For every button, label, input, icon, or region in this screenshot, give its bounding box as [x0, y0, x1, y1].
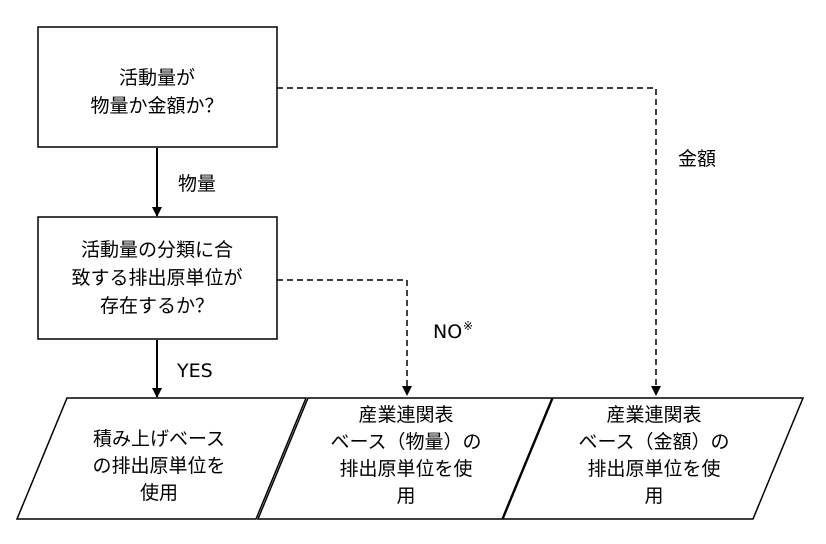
output3-shape [501, 397, 805, 520]
label-quantity: 物量 [178, 173, 216, 195]
output2-line-3: 排出原単位を使 [339, 458, 472, 480]
output2-line-1: 産業連関表 [358, 404, 453, 426]
output3-line-2: ベース（金額）の [578, 431, 729, 453]
decision1-line-1: 活動量が [119, 67, 195, 89]
output-io-quantity-factor: 産業連関表 ベース（物量）の 排出原単位を使 用 [256, 397, 554, 520]
decision-activity-type-box [37, 26, 278, 148]
decision2-line-3: 存在するか？ [100, 295, 214, 317]
decision1-line-2: 物量か金額か？ [90, 95, 223, 117]
decision2-line-1: 活動量の分類に合 [81, 239, 233, 261]
decision2-line-2: 致する排出原単位が [71, 267, 242, 289]
label-no-note-mark: ※ [463, 319, 473, 333]
output1-shape [15, 397, 308, 520]
arrow-no [277, 279, 408, 394]
output3-line-4: 用 [644, 485, 663, 507]
decision-factor-exists-box [37, 216, 278, 340]
arrow-no-head [402, 386, 412, 396]
output2-line-2: ベース（物量）の [330, 431, 481, 453]
output3-line-1: 産業連関表 [606, 404, 701, 426]
label-no: NO [433, 321, 462, 343]
output1-line-2: の排出原単位を [92, 455, 225, 477]
decision-factor-exists: 活動量の分類に合 致する排出原単位が 存在するか？ [37, 216, 278, 340]
output-bottom-up-factor: 積み上げベース の排出原単位を 使用 [15, 397, 308, 520]
label-amount: 金額 [678, 148, 716, 170]
output2-shape [256, 397, 554, 520]
output2-line-4: 用 [396, 485, 415, 507]
output1-line-1: 積み上げベース [93, 428, 225, 450]
arrow-amount-head [651, 386, 661, 396]
arrow-amount [277, 87, 657, 394]
output-io-amount-factor: 産業連関表 ベース（金額）の 排出原単位を使 用 [501, 397, 805, 520]
label-yes: YES [176, 360, 213, 382]
output1-line-3: 使用 [140, 482, 178, 504]
output3-line-3: 排出原単位を使 [587, 458, 720, 480]
decision-activity-type: 活動量が 物量か金額か？ [37, 26, 278, 148]
